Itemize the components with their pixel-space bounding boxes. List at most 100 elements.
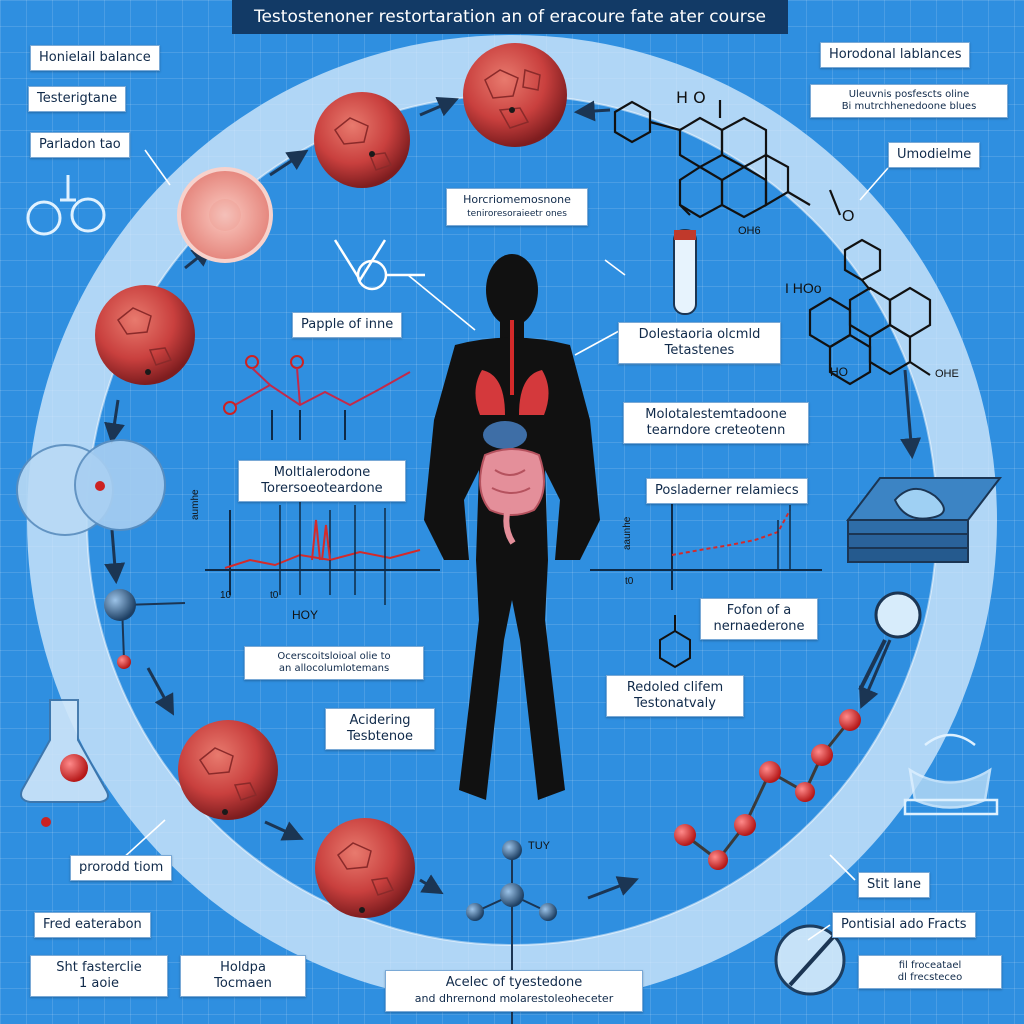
cell-left: [95, 285, 195, 385]
arrow-3: [419, 96, 459, 117]
molecule-structure-right: [808, 238, 932, 386]
arrow-4: [573, 100, 611, 122]
label-text: Redoled clifem: [626, 680, 724, 695]
fragment-axis-left: aumhe: [190, 489, 201, 520]
pointer-tr3: [859, 167, 889, 201]
label-text: Uleuvnis posfescts oline: [848, 89, 970, 100]
arrow-10: [587, 876, 639, 900]
arrow-12: [859, 639, 892, 709]
title-text: Testostenoner restortaration an of eraco…: [253, 7, 767, 27]
label-prorodd: prorodd tiom: [70, 855, 173, 881]
label-text: Ocerscoitsloioal olie to: [277, 651, 391, 662]
cell-top-center: [463, 43, 567, 147]
label-text: Stit lane: [867, 877, 922, 892]
label-text: Horcriomemosnone: [463, 193, 571, 206]
label-text: and dhrernond molarestoleoheceter: [414, 992, 614, 1005]
label-fred: Fred eaterabon: [34, 912, 151, 938]
molecule-chain: [674, 709, 861, 870]
funnel-icon: [333, 239, 425, 291]
molecule-left: [104, 589, 186, 669]
fragment-ho-left: I HOo: [785, 280, 822, 296]
label-text: Fred eaterabon: [43, 917, 142, 932]
pointer-side: [807, 924, 831, 941]
fragment-axis-right: aaunhe: [622, 516, 633, 550]
label-text: an allocolumlotemans: [278, 663, 390, 674]
lens-icon: [858, 591, 922, 691]
arrow-6: [104, 529, 126, 585]
molecule-bottom-center: [466, 840, 557, 1024]
label-text: Torersoeoteardone: [261, 481, 383, 496]
label-posla: Posladerner relamiecs: [646, 478, 808, 504]
pointer-papple: [407, 274, 476, 331]
label-top-left-3: Parladon tao: [30, 132, 130, 158]
label-text: Tesbtenoe: [346, 729, 414, 744]
label-text: dl frecsteceo: [897, 972, 963, 983]
label-text: Fofon of a: [726, 603, 792, 618]
label-text: Testerigtane: [37, 91, 118, 106]
label-text: Umodielme: [897, 147, 972, 162]
cell-pink: [177, 167, 273, 263]
arrow-2: [269, 149, 309, 177]
pointer-vial: [604, 259, 626, 276]
label-papple: Papple of inne: [292, 312, 403, 338]
fragment-tick-r1: t0: [625, 576, 634, 587]
label-text: Testonatvaly: [634, 696, 716, 711]
fragment-tick-l1: 10: [220, 590, 232, 601]
cell-bottom-left: [178, 720, 278, 820]
graph-right: [590, 500, 822, 590]
label-top-right-3: Umodielme: [888, 142, 981, 168]
label-text: Bi mutrchhenedoone blues: [841, 101, 977, 112]
label-text: 1 aoie: [79, 976, 119, 991]
label-text: nernaederone: [713, 619, 805, 634]
label-text: Moltlalerodone: [273, 465, 371, 480]
fragment-tuy: TUY: [528, 840, 550, 852]
arrow-8: [264, 820, 304, 841]
label-text: Molotalestemtadoone: [645, 407, 787, 422]
supplement-bowl-icon: [903, 733, 999, 816]
graph-left: [205, 500, 440, 605]
fragment-o: O: [842, 208, 855, 225]
label-text: Tocmaen: [214, 976, 272, 991]
label-text: Pontisial ado Fracts: [841, 917, 967, 932]
title-bar: Testostenoner restortaration an of eraco…: [232, 0, 788, 34]
label-text: Dolestaoria olcmld: [638, 327, 761, 342]
cell-top-left: [314, 92, 410, 188]
cell-bottom: [315, 818, 415, 918]
label-top-left-1: Honielail balance: [30, 45, 160, 71]
molecule-structure-top-right: [613, 100, 842, 219]
fragment-tick-l2: t0: [270, 590, 279, 601]
pill-stack-icon: [845, 477, 1003, 563]
arrow-5: [104, 399, 125, 445]
gauge-icon: [774, 924, 846, 996]
label-text: fil froceatael: [898, 960, 962, 971]
label-text: prorodd tiom: [79, 860, 164, 875]
label-text: Sht fasterclie: [56, 960, 142, 975]
scissor-icon: [26, 175, 106, 236]
label-side-effects: Pontisial ado Fracts: [832, 912, 976, 938]
label-text: Acidering: [349, 713, 411, 728]
label-text: tearndore creteotenn: [646, 423, 786, 438]
label-text: Holdpa: [220, 960, 266, 975]
fragment-hoy: HOY: [292, 608, 319, 622]
test-tube-icon: [673, 229, 697, 315]
molecule-zigzag-left: [223, 355, 411, 440]
small-benzene-icon: [659, 615, 691, 669]
label-text: Posladerner relamiecs: [655, 483, 799, 498]
fragment-ho-low: HO: [830, 365, 848, 379]
label-text: Honielail balance: [39, 50, 151, 65]
label-stit: Stit lane: [858, 872, 931, 898]
arrow-11: [900, 369, 922, 460]
